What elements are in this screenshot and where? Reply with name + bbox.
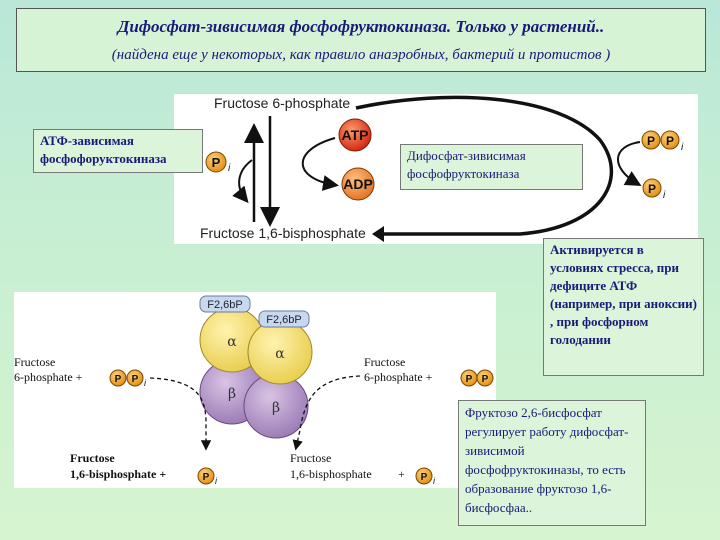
right-product-pi-i: i: [433, 476, 436, 486]
left-ppi-i: i: [144, 378, 147, 388]
ppi-loop: [355, 95, 614, 236]
left-6p-label: 6-phosphate +: [14, 370, 83, 384]
f26bp-label-left: F2,6bP: [207, 299, 242, 311]
left-reaction-arrow: [149, 377, 212, 451]
right-product-pi-p: P: [421, 472, 428, 483]
page-title: Дифосфат-зивисимая фосфофруктокиназа. То…: [117, 17, 605, 36]
ppi-loop-arrowhead: [372, 226, 384, 242]
f26bp-tag-right: [258, 310, 310, 328]
right-product-fructose: Fructose: [290, 451, 331, 465]
atp-icon: [338, 118, 372, 152]
pyrophosphate-icon-2: [660, 130, 680, 150]
ppi-enzyme-note: Дифосфат-зивисимая фосфофруктокиназа: [400, 144, 583, 190]
left-product-fructose: Fructose: [70, 451, 115, 465]
left-product-pi-p: P: [203, 472, 210, 483]
left-product-bisp: 1,6-bisphosphate +: [70, 467, 166, 481]
adp-icon: [341, 167, 375, 201]
pi-right-p-label: P: [648, 182, 656, 196]
page-subtitle: (найдена еще у некоторых, как правило ан…: [111, 47, 611, 63]
beta-label-left: β: [228, 386, 236, 402]
left-ppi-p2: P: [132, 374, 139, 385]
left-product-pi: [197, 467, 215, 485]
fructose16bp-label: Fructose 1,6-bisphosphate: [200, 225, 366, 241]
right-ppi-p2: P: [482, 374, 489, 385]
left-fructose-label: Fructose: [14, 355, 55, 369]
right-fructose-label: Fructose: [364, 355, 405, 369]
left-ppi-1: [109, 369, 127, 387]
alpha-label-right: α: [275, 346, 285, 362]
fructose6p-label: Fructose 6-phosphate: [214, 95, 350, 111]
pi-right-i-label: i: [663, 190, 666, 201]
phosphate-i-label: i: [228, 163, 231, 174]
ppi-p2-label: P: [666, 134, 674, 148]
right-6p-label: 6-phosphate +: [364, 370, 433, 384]
right-product-plus: +: [398, 467, 405, 481]
regulation-note: Фруктозо 2,6-бисфосфат регулирует работу…: [458, 400, 646, 526]
phosphate-p-label: P: [212, 155, 221, 170]
right-reaction-arrow: [292, 375, 361, 451]
pyrophosphate-icon-1: [641, 130, 661, 150]
regulation-text: Фруктозо 2,6-бисфосфат регулирует работу…: [465, 405, 629, 515]
pi-left-curve: [232, 159, 253, 204]
left-ppi-p1: P: [115, 374, 122, 385]
right-product-bisp: 1,6-bisphosphate: [290, 467, 372, 481]
atp-enzyme-note: АТФ-зависимая фосфофоруктокиназа: [33, 129, 203, 173]
activation-text: Активируется в условиях стресса, при деф…: [550, 242, 697, 347]
phosphate-right-icon: [642, 178, 662, 198]
phosphate-icon: [205, 151, 227, 173]
left-product-pi-i: i: [215, 476, 218, 486]
f26bp-tag-left: [199, 295, 251, 313]
adp-label: ADP: [343, 176, 373, 192]
right-product-pi: [415, 467, 433, 485]
beta-label-right: β: [272, 400, 280, 416]
alpha-label-left: α: [227, 334, 237, 350]
ppi-i-label: i: [681, 142, 684, 153]
ppi-enzyme-text: Дифосфат-зивисимая фосфофруктокиназа: [407, 148, 526, 181]
atp-label: ATP: [342, 127, 369, 143]
right-ppi-2: [476, 369, 494, 387]
title-box: Дифосфат-зивисимая фосфофруктокиназа. То…: [16, 8, 706, 72]
ppi-arrow: [617, 141, 642, 186]
right-ppi-p1: P: [466, 374, 473, 385]
ppi-p1-label: P: [647, 134, 655, 148]
atp-adp-curve: [302, 137, 339, 191]
left-ppi-2: [126, 369, 144, 387]
f26bp-label-right: F2,6bP: [266, 314, 301, 326]
activation-note: Активируется в условиях стресса, при деф…: [543, 238, 704, 376]
atp-enzyme-text: АТФ-зависимая фосфофоруктокиназа: [40, 133, 167, 166]
